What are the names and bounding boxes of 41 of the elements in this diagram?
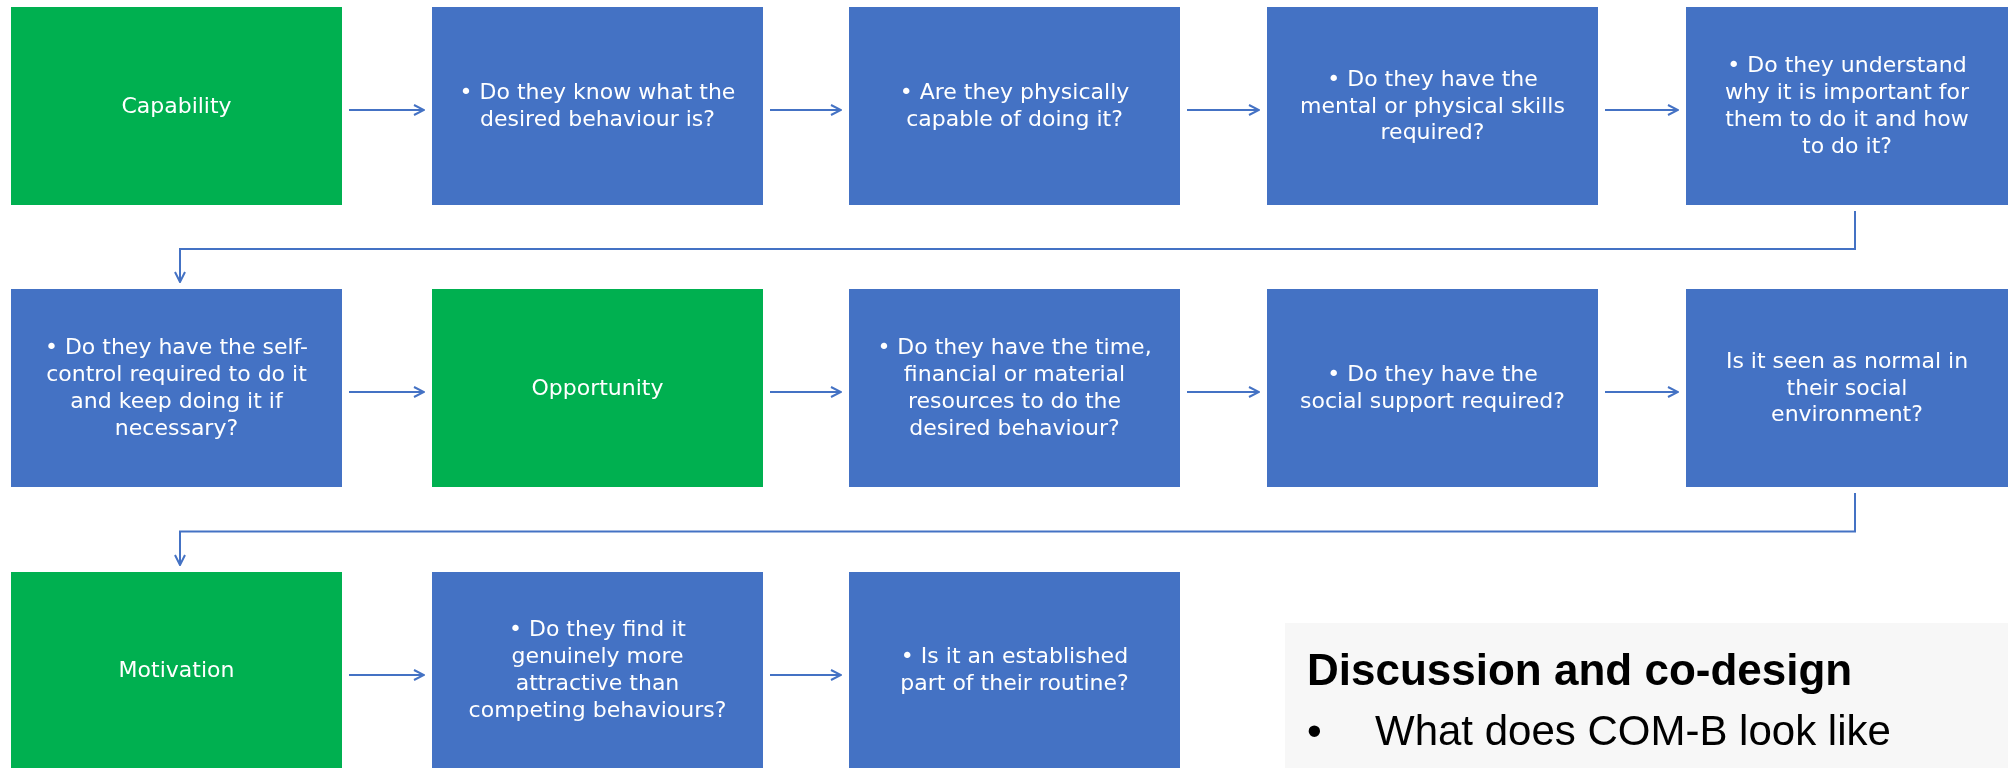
category-box bbox=[432, 289, 763, 487]
question-text: Is it seen as normal in their social environment? bbox=[1724, 347, 1970, 429]
question-text: • Do they find it genuinely more attractive than competing behaviours? bbox=[467, 616, 728, 724]
arrow bbox=[174, 492, 1856, 566]
arrow bbox=[769, 669, 842, 681]
question-box bbox=[432, 572, 763, 768]
category-label: Capability bbox=[121, 92, 232, 120]
question-box bbox=[1267, 7, 1598, 205]
arrow bbox=[348, 104, 425, 116]
arrow bbox=[769, 386, 842, 398]
arrow bbox=[348, 669, 425, 681]
arrow bbox=[348, 386, 425, 398]
question-text: • Do they have the time, financial or material resources to do the desired behaviour? bbox=[876, 334, 1153, 442]
category-box bbox=[11, 572, 342, 768]
question-text: • Do they have the self-control required to do it and keep doing it if necessary? bbox=[43, 334, 310, 442]
arrow bbox=[174, 210, 1856, 283]
question-text: • Do they have the social support required? bbox=[1299, 361, 1566, 415]
question-box bbox=[849, 289, 1180, 487]
question-text: • Is it an established part of their routine? bbox=[899, 643, 1130, 697]
arrow bbox=[1604, 104, 1679, 116]
question-box bbox=[1267, 289, 1598, 487]
note-heading: Discussion and co-design bbox=[1307, 644, 1853, 696]
arrow bbox=[1186, 104, 1260, 116]
question-box bbox=[1686, 289, 2008, 487]
bullet-text: What does COM-B look like bbox=[1375, 706, 1891, 756]
question-box bbox=[849, 572, 1180, 768]
question-text: • Do they have the mental or physical skills required? bbox=[1299, 65, 1566, 147]
bullet: • bbox=[1307, 706, 1322, 756]
question-box bbox=[1686, 7, 2008, 205]
question-text: • Do they know what the desired behaviour is? bbox=[458, 79, 737, 133]
question-text: • Do they understand why it is important for them to do it and how to do it? bbox=[1723, 52, 1971, 160]
question-box bbox=[432, 7, 763, 205]
category-label: Motivation bbox=[118, 656, 235, 684]
arrow bbox=[1604, 386, 1679, 398]
category-label: Opportunity bbox=[531, 374, 664, 402]
category-box bbox=[11, 7, 342, 205]
question-box bbox=[11, 289, 342, 487]
question-box bbox=[849, 7, 1180, 205]
question-text: • Are they physically capable of doing it? bbox=[898, 79, 1131, 133]
arrow bbox=[769, 104, 842, 116]
arrow bbox=[1186, 386, 1260, 398]
